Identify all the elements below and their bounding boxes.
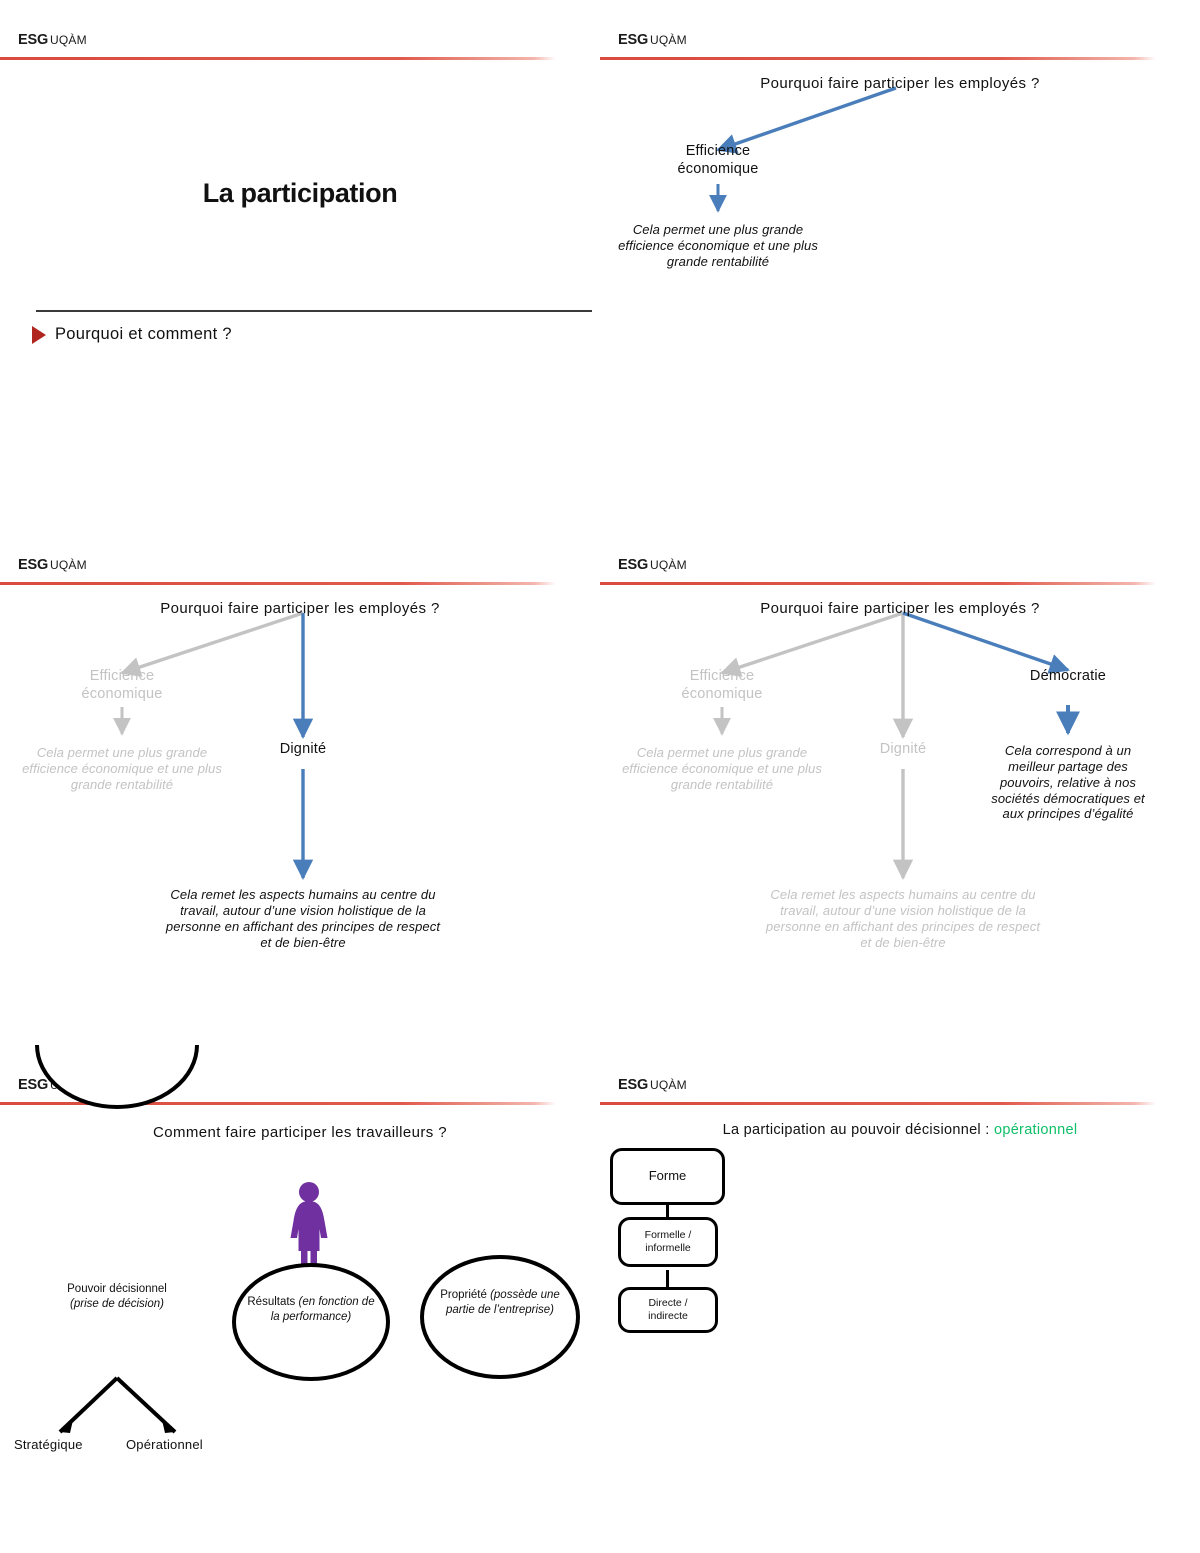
- slide-heading-highlight: opérationnel: [993, 1122, 1078, 1138]
- branch-efficience-label: Efficience économique: [677, 143, 759, 177]
- branch-democratie-label: Démocratie: [1029, 668, 1107, 684]
- ellipse-label-propriete: Propriété (possède une partie de l’entre…: [437, 1288, 563, 1318]
- box-forme[interactable]: Forme: [610, 1148, 725, 1205]
- ellipse-label-resultats: Résultats (en fonction de la performance…: [246, 1295, 376, 1325]
- root-question: Comment faire participer les travailleur…: [153, 1124, 447, 1141]
- desc-dignite-text: Cela remet les aspects humains au centre…: [765, 887, 1041, 950]
- logo-esg-text: ESG: [618, 557, 649, 573]
- branch-dignite-label: Dignité: [879, 741, 927, 757]
- box-connector-2: [666, 1270, 669, 1292]
- ellipse-head-pouvoir: Pouvoir décisionnel: [67, 1283, 167, 1295]
- header-red-rule: [600, 1102, 1156, 1105]
- subtitle-bullet-row: Pourquoi et comment ?: [32, 325, 232, 344]
- root-question: Pourquoi faire participer les employés ?: [760, 75, 1040, 92]
- logo-uqam-text: UQÀM: [50, 558, 87, 572]
- header-red-rule: [0, 57, 556, 60]
- ellipse-head-resultats: Résultats: [247, 1296, 296, 1308]
- header-red-rule: [600, 57, 1156, 60]
- desc-efficience-text: Cela permet une plus grande efficience é…: [22, 745, 222, 792]
- desc-efficience-text: Cela permet une plus grande efficience é…: [618, 222, 818, 269]
- box-directe-indirecte[interactable]: Directe / indirecte: [618, 1287, 718, 1333]
- header-red-rule: [0, 1102, 556, 1105]
- root-question: Pourquoi faire participer les employés ?: [760, 600, 1040, 617]
- branch-dignite-label: Dignité: [279, 741, 327, 757]
- ellipse-sub-pouvoir: (prise de décision): [70, 1297, 164, 1310]
- ellipse-head-propriete: Propriété: [440, 1289, 487, 1301]
- branch-efficience-label: Efficience économique: [81, 668, 163, 702]
- logo-uqam-text: UQÀM: [50, 33, 87, 47]
- ellipse-sub-propriete: (possède une partie de l’entreprise): [445, 1289, 560, 1316]
- logo-uqam-text: UQÀM: [650, 1078, 687, 1092]
- triangle-bullet-icon: [32, 325, 46, 344]
- desc-dignite-text: Cela remet les aspects humains au centre…: [165, 887, 441, 950]
- logo-esg-text: ESG: [618, 1077, 649, 1093]
- subtitle-text: Pourquoi et comment ?: [55, 325, 232, 343]
- box-formelle-informelle[interactable]: Formelle / informelle: [618, 1217, 718, 1267]
- leaf-label-strategique: Stratégique: [14, 1437, 83, 1452]
- ellipse-label-pouvoir: Pouvoir décisionnel (prise de décision): [37, 1282, 197, 1312]
- logo-uqam-text: UQÀM: [650, 33, 687, 47]
- logo-esg-text: ESG: [18, 32, 49, 48]
- logo-esg-text: ESG: [18, 557, 49, 573]
- ellipse-sub-resultats: (en fonction de la performance): [270, 1296, 375, 1323]
- logo-uqam-text: UQÀM: [650, 558, 687, 572]
- title-divider-line: [36, 310, 592, 312]
- page-title: La participation: [202, 178, 398, 208]
- header-red-rule: [600, 582, 1156, 585]
- leaf-label-operationnel: Opérationnel: [126, 1437, 203, 1452]
- desc-democratie-text: Cela correspond à un meilleur partage de…: [991, 743, 1145, 822]
- desc-efficience-text: Cela permet une plus grande efficience é…: [622, 745, 822, 792]
- slide-heading-main: La participation au pouvoir décisionnel …: [722, 1122, 990, 1138]
- logo-esg-text: ESG: [18, 1077, 49, 1093]
- root-question: Pourquoi faire participer les employés ?: [160, 600, 440, 617]
- logo-esg-text: ESG: [618, 32, 649, 48]
- slide-heading: La participation au pouvoir décisionnel …: [600, 1122, 1200, 1138]
- header-red-rule: [0, 582, 556, 585]
- logo-uqam-text: UQÀM: [50, 1078, 87, 1092]
- person-figure-icon: [290, 1182, 328, 1275]
- branch-efficience-label: Efficience économique: [681, 668, 763, 702]
